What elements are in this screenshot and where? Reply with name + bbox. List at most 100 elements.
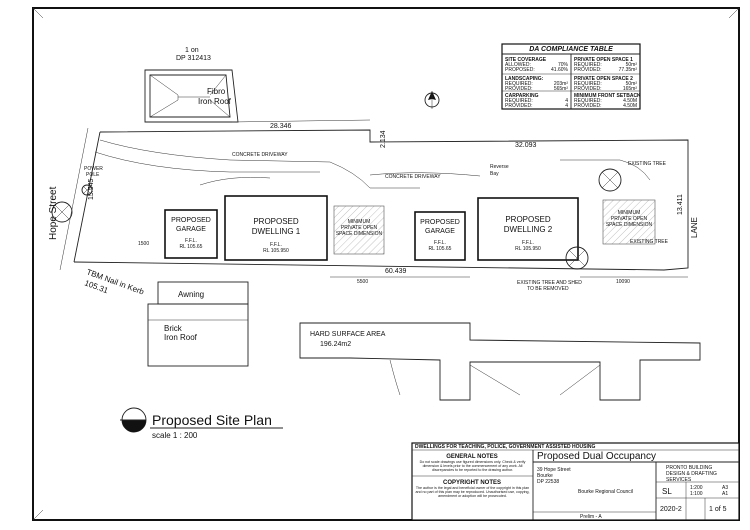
fibro-roof-label: Fibro bbox=[207, 87, 226, 96]
tree-removed-label: EXISTING TREE AND SHED bbox=[517, 280, 582, 286]
garage-2-ffl: F.F.L. bbox=[434, 240, 446, 246]
setback-provided: 4.50M bbox=[623, 103, 637, 109]
ls-required: 203m² bbox=[554, 81, 569, 87]
setback-label: MINIMUM FRONT SETBACK bbox=[574, 93, 641, 99]
street-boundary bbox=[73, 131, 101, 263]
pos1-provided-label: PROVIDED: bbox=[574, 67, 602, 73]
existing-tree-label: EXISTING TREE bbox=[628, 161, 667, 167]
sc-allowed-label: ALLOWED: bbox=[505, 62, 531, 68]
general-notes-text: Do not scale drawings use figured dimens… bbox=[419, 460, 526, 472]
pos1-provided: 77.35m² bbox=[619, 67, 638, 73]
garage-1 bbox=[164, 209, 218, 259]
sheet-size-2: A1 bbox=[722, 491, 728, 497]
pos2-table-label: PRIVATE OPEN SPACE 2 bbox=[574, 76, 633, 82]
brick-building bbox=[147, 303, 249, 367]
sc-proposed-label: PROPOSED: bbox=[505, 67, 535, 73]
dwelling-2-line2: DWELLING 2 bbox=[504, 225, 553, 234]
status: Prelim - A bbox=[580, 514, 602, 520]
plan-title: Proposed Site Plan bbox=[152, 412, 272, 428]
reverse-bay-label: Reverse bbox=[490, 164, 509, 170]
company-3: SERVICES bbox=[666, 477, 692, 483]
sheet-border-corner bbox=[32, 509, 44, 521]
ls-provided: 565m² bbox=[554, 86, 569, 92]
hard-surface-area bbox=[299, 322, 701, 401]
dwelling-1-ffl: F.F.L. bbox=[270, 242, 282, 248]
existing-tree-icon bbox=[598, 168, 622, 192]
scale-1: 1:200 bbox=[690, 485, 703, 491]
brick-roof-label: Brick bbox=[164, 324, 183, 333]
drawn-by: SL bbox=[662, 487, 672, 496]
garage-1-rl: RL 105.65 bbox=[180, 244, 203, 250]
pos2-label-1: MINIMUM bbox=[618, 210, 641, 216]
dwelling-1-line1: PROPOSED bbox=[253, 217, 299, 226]
da-table-title: DA COMPLIANCE TABLE bbox=[529, 46, 613, 53]
pos1-table-label: PRIVATE OPEN SPACE 1 bbox=[574, 57, 633, 63]
garage-2-line1: PROPOSED bbox=[420, 219, 460, 226]
neighbour-lot: 1 on bbox=[185, 47, 199, 54]
existing-tree-label-2: EXISTING TREE bbox=[630, 239, 669, 245]
private-open-space-1 bbox=[333, 205, 385, 255]
awning-label: Awning bbox=[178, 290, 204, 299]
reverse-bay-label-2: Bay bbox=[490, 171, 499, 177]
garage-1-ffl: F.F.L. bbox=[185, 238, 197, 244]
concrete-driveway bbox=[94, 139, 651, 189]
dwelling-1-line2: DWELLING 1 bbox=[252, 227, 301, 236]
north-arrow-icon bbox=[424, 91, 440, 109]
dwelling-1 bbox=[224, 195, 328, 261]
private-open-space-2 bbox=[602, 199, 656, 245]
dim-right-frontage: 13.411 bbox=[677, 194, 684, 215]
hard-surface-label: HARD SURFACE AREA bbox=[310, 331, 386, 338]
hard-surface-value: 196.24m2 bbox=[320, 341, 351, 348]
company-1: PRONTO BUILDING bbox=[666, 465, 712, 471]
power-pole-icon bbox=[81, 184, 93, 196]
cp-provided-label: PROVIDED: bbox=[505, 103, 533, 109]
kerb-line bbox=[59, 127, 89, 271]
council: Bourke Regional Council bbox=[578, 489, 633, 495]
setback-required-label: REQUIRED: bbox=[574, 98, 602, 104]
street-tree-icon bbox=[51, 201, 73, 223]
title-block bbox=[411, 442, 740, 521]
pos2-label-2: PRIVATE OPEN bbox=[611, 216, 648, 222]
sc-proposed: 41.60% bbox=[551, 67, 569, 73]
dwelling-2-ffl: F.F.L. bbox=[522, 240, 534, 246]
lane-label: LANE bbox=[690, 217, 699, 238]
pos1-label-3: SPACE DIMENSION bbox=[336, 231, 383, 237]
tree-removed-icon bbox=[565, 246, 589, 270]
sc-label: SITE COVERAGE bbox=[505, 57, 547, 63]
pos1-required: 50m² bbox=[626, 62, 638, 68]
tb-banner: DWELLINGS FOR TEACHING, POLICE, GOVERNME… bbox=[415, 444, 595, 450]
sheet-size: A3 bbox=[722, 485, 728, 491]
cp-required: 4 bbox=[565, 98, 568, 104]
cp-label: CARPARKING bbox=[505, 93, 539, 99]
site-boundary bbox=[73, 129, 689, 271]
power-pole-label-2: POLE bbox=[86, 172, 100, 178]
pos2-provided: 165m² bbox=[623, 86, 638, 92]
address-1: 39 Hope Street bbox=[537, 467, 571, 473]
power-pole-label: POWER bbox=[84, 166, 103, 172]
scale-2: 1:100 bbox=[690, 491, 703, 497]
neighbour-fibro-building bbox=[144, 69, 239, 123]
garage-2 bbox=[414, 211, 466, 261]
neighbour-dp: DP 312413 bbox=[176, 55, 211, 62]
project-title: Proposed Dual Occupancy bbox=[537, 451, 656, 462]
garage-2-line2: GARAGE bbox=[425, 228, 455, 235]
address-3: DP 22538 bbox=[537, 479, 559, 485]
plan-title-symbol bbox=[120, 407, 147, 433]
hard-surface-area-inner bbox=[389, 359, 601, 396]
dwelling-2-rl: RL 105.950 bbox=[515, 246, 541, 252]
ls-required-label: REQUIRED: bbox=[505, 81, 533, 87]
general-notes-title: GENERAL NOTES bbox=[446, 454, 498, 460]
pos2-required: 50m² bbox=[626, 81, 638, 87]
dim-d4: 5500 bbox=[357, 279, 368, 285]
tree-removed-label-2: TO BE REMOVED bbox=[527, 286, 569, 292]
dim-bottom-boundary: 60.439 bbox=[385, 268, 407, 275]
cp-required-label: REQUIRED: bbox=[505, 98, 533, 104]
copyright-title: COPYRIGHT NOTES bbox=[443, 480, 501, 486]
sheet-border bbox=[32, 7, 740, 521]
sheet-number: 1 of 5 bbox=[709, 506, 727, 513]
sheet-border-corner bbox=[32, 7, 44, 19]
pos2-label-3: SPACE DIMENSION bbox=[606, 222, 653, 228]
pos1-label-1: MINIMUM bbox=[348, 219, 371, 225]
pos2-required-label: REQUIRED: bbox=[574, 81, 602, 87]
